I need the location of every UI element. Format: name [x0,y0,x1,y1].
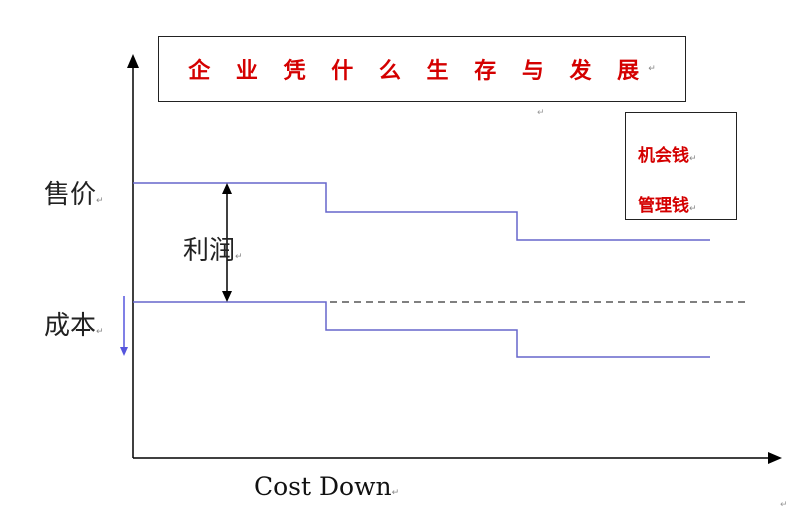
price-step-line [133,182,710,241]
legend-box: 机会钱↵ 管理钱↵ [625,112,737,220]
profit-label-text: 利润 [183,236,236,266]
paragraph-mark: ↵ [689,154,697,164]
paragraph-mark: ↵ [648,64,656,74]
title-box: 企 业 凭 什 么 生 存 与 发 展↵ [158,36,686,102]
cost-label: 成本↵ [44,313,104,339]
x-axis-arrowhead [768,452,782,464]
paragraph-mark: ↵ [235,252,243,262]
paragraph-mark: ↵ [780,500,788,510]
paragraph-mark: ↵ [391,488,400,498]
cost-step-line [133,301,710,358]
cost-down-arrowhead [120,347,128,356]
profit-arrowhead-bottom [222,291,232,302]
price-label-text: 售价 [44,180,97,210]
x-axis-label: Cost Down↵ [254,474,399,499]
paragraph-mark: ↵ [96,196,104,206]
profit-label: 利润↵ [183,238,243,264]
legend-item-opportunity: 机会钱↵ [638,141,697,166]
y-axis-arrowhead [127,54,139,68]
legend-item-management: 管理钱↵ [638,191,697,216]
cost-label-text: 成本 [44,311,97,341]
diagram-title: 企 业 凭 什 么 生 存 与 发 展 [188,59,649,84]
profit-arrowhead-top [222,183,232,194]
paragraph-mark: ↵ [537,108,545,118]
legend-item-opportunity-label: 机会钱 [638,146,689,166]
x-axis-label-text: Cost Down [254,472,392,501]
legend-item-management-label: 管理钱 [638,196,689,216]
price-label: 售价↵ [44,182,104,208]
paragraph-mark: ↵ [96,327,104,337]
paragraph-mark: ↵ [689,204,697,214]
